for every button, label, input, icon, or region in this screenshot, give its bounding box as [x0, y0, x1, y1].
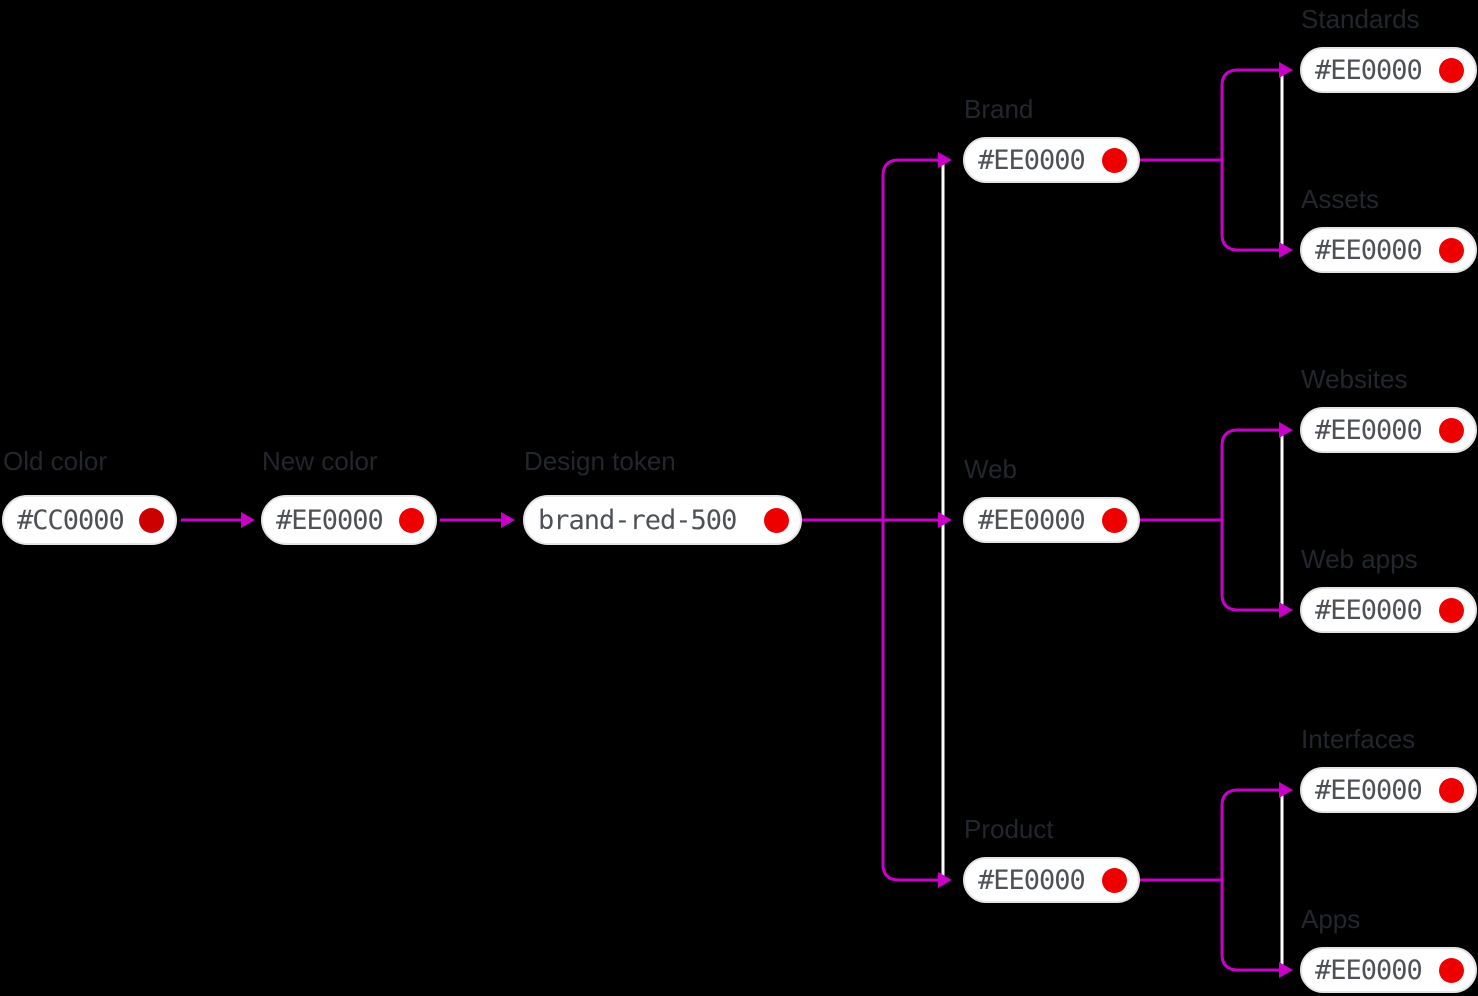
color-swatch-dot: [1102, 507, 1127, 533]
node-web: Web #EE0000: [963, 454, 1140, 543]
node-label: Brand: [964, 94, 1034, 124]
color-pill: #EE0000: [261, 495, 437, 545]
color-value: #EE0000: [1315, 594, 1423, 626]
node-label: Web: [964, 454, 1017, 484]
node-old-color: Old color #CC0000: [2, 446, 177, 545]
node-label: Old color: [3, 446, 108, 476]
color-pill: #EE0000: [1300, 767, 1477, 813]
color-value: brand-red-500: [538, 504, 737, 536]
connector-product-bracket: [1220, 788, 1279, 972]
color-pill: #EE0000: [963, 857, 1140, 903]
connector-web-bracket: [1220, 428, 1279, 612]
connector-token-trunk: [881, 158, 938, 882]
node-label: New color: [262, 446, 378, 476]
arrowhead-icon: [501, 512, 515, 528]
node-web-apps: Web apps #EE0000: [1300, 544, 1477, 633]
color-swatch-dot: [764, 507, 789, 533]
node-label: Interfaces: [1301, 724, 1416, 754]
color-pill: #CC0000: [2, 495, 177, 545]
node-label: Design token: [524, 446, 676, 476]
node-new-color: New color #EE0000: [261, 446, 437, 545]
color-swatch-dot: [1439, 597, 1464, 623]
color-pill: #EE0000: [1300, 227, 1477, 273]
color-swatch-dot: [1439, 777, 1464, 803]
color-value: #EE0000: [978, 864, 1086, 896]
color-swatch-dot: [1439, 417, 1464, 443]
arrowheads: [241, 62, 1293, 978]
node-design-token: Design token brand-red-500: [523, 446, 802, 545]
arrowhead-icon: [1279, 62, 1293, 78]
arrowhead-icon: [1279, 782, 1293, 798]
color-swatch-dot: [1439, 57, 1464, 83]
color-value: #EE0000: [1315, 414, 1423, 446]
arrowhead-icon: [1279, 422, 1293, 438]
node-label: Websites: [1301, 364, 1408, 394]
node-product: Product #EE0000: [963, 814, 1140, 903]
color-value: #EE0000: [276, 504, 384, 536]
arrowhead-icon: [938, 152, 952, 168]
color-swatch-dot: [1439, 237, 1464, 263]
color-value: #EE0000: [978, 504, 1086, 536]
node-label: Assets: [1301, 184, 1380, 214]
color-value: #CC0000: [17, 504, 125, 536]
node-apps: Apps #EE0000: [1300, 904, 1477, 993]
color-pill: #EE0000: [1300, 947, 1477, 993]
node-assets: Assets #EE0000: [1300, 184, 1477, 273]
node-websites: Websites #EE0000: [1300, 364, 1477, 453]
color-pill: #EE0000: [963, 137, 1140, 183]
arrowhead-icon: [1279, 602, 1293, 618]
color-pill: brand-red-500: [523, 495, 802, 545]
node-label: Standards: [1301, 4, 1420, 34]
color-pill: #EE0000: [1300, 407, 1477, 453]
node-brand: Brand #EE0000: [963, 94, 1140, 183]
color-swatch-dot: [139, 507, 164, 533]
color-swatch-dot: [1439, 957, 1464, 983]
connector-brand-bracket: [1220, 68, 1279, 252]
color-swatch-dot: [399, 507, 424, 533]
color-swatch-dot: [1102, 147, 1127, 173]
node-label: Web apps: [1301, 544, 1418, 574]
color-pill: #EE0000: [963, 497, 1140, 543]
color-value: #EE0000: [1315, 954, 1423, 986]
color-pill: #EE0000: [1300, 47, 1477, 93]
node-standards: Standards #EE0000: [1300, 4, 1477, 93]
node-label: Apps: [1301, 904, 1361, 934]
color-value: #EE0000: [1315, 774, 1423, 806]
color-swatch-dot: [1102, 867, 1127, 893]
color-value: #EE0000: [1315, 54, 1423, 86]
arrowhead-icon: [241, 512, 255, 528]
node-interfaces: Interfaces #EE0000: [1300, 724, 1477, 813]
color-value: #EE0000: [1315, 234, 1423, 266]
arrowhead-icon: [1279, 962, 1293, 978]
color-pill: #EE0000: [1300, 587, 1477, 633]
arrowhead-icon: [1279, 242, 1293, 258]
node-label: Product: [964, 814, 1054, 844]
color-value: #EE0000: [978, 144, 1086, 176]
arrowhead-icon: [938, 872, 952, 888]
arrowhead-icon: [938, 512, 952, 528]
